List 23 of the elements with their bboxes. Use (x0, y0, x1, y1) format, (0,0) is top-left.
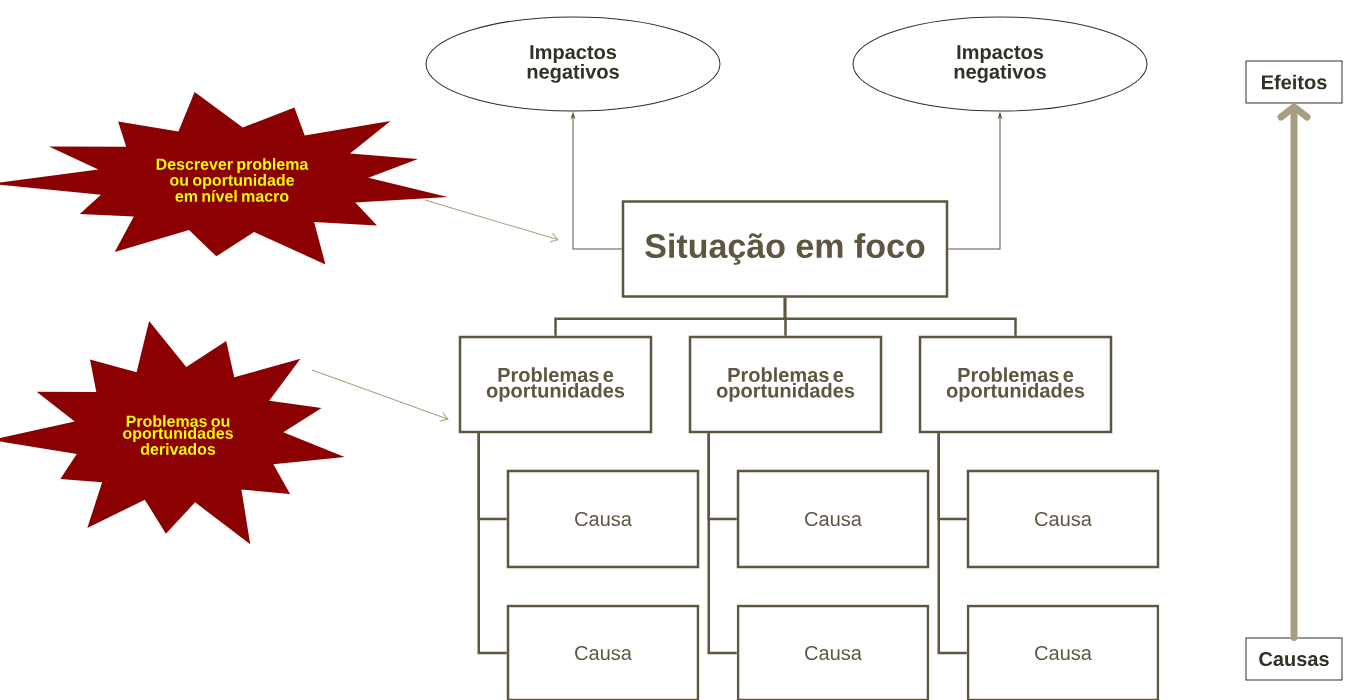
focus-box: Situação em foco (621, 200, 949, 298)
pointer-arrow (311, 369, 449, 422)
cause-box: Causa (966, 604, 1160, 700)
connector-line (477, 433, 507, 655)
cause-box: Causa (506, 604, 700, 700)
pointer-arrow (424, 199, 559, 243)
cause-box: Causa (736, 469, 930, 569)
starburst-callout: Problemas ou oportunidades derivados (0, 321, 345, 545)
connector-line (707, 433, 737, 655)
arrow (947, 112, 1002, 250)
problem-box: Problemas e oportunidades (458, 335, 653, 434)
connector-line (783, 297, 1017, 336)
problem-box: Problemas e oportunidades (688, 335, 883, 434)
arrow (571, 112, 623, 250)
problem-box: Problemas e oportunidades (918, 335, 1113, 434)
cause-box: Causa (736, 604, 930, 700)
axis-label-box: Causas (1245, 637, 1343, 681)
cause-box: Causa (506, 469, 700, 569)
cause-box: Causa (966, 469, 1160, 569)
connector-line (937, 433, 967, 655)
axis-label-box: Efeitos (1245, 60, 1343, 104)
starburst-callout: Descrever problema ou oportunidade em nível macro (0, 91, 448, 265)
arrow (1277, 103, 1311, 641)
